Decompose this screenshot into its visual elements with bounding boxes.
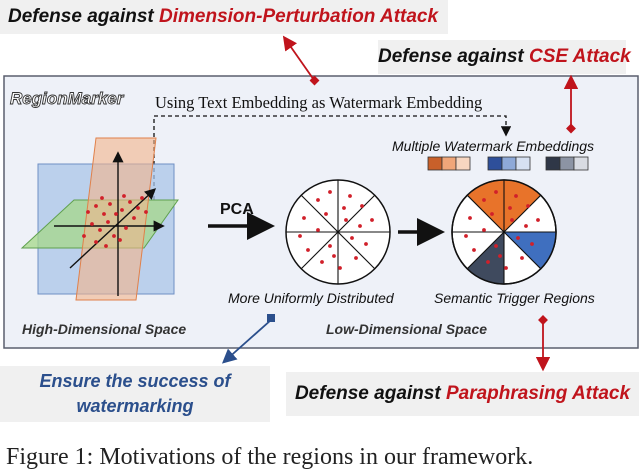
embedding-swatches <box>427 156 589 171</box>
uniform-circle <box>285 179 391 285</box>
brand-title: RegionMarker <box>10 89 125 108</box>
double-headed-arrow-icon <box>221 314 275 364</box>
defense-paraphrasing-label: Defense against Paraphrasing Attack <box>286 372 639 416</box>
trigger-circle <box>451 179 557 285</box>
ensure-line-2: watermarking <box>76 396 194 416</box>
ensure-success-label: Ensure the success of watermarking <box>0 366 270 422</box>
pca-label: PCA <box>220 201 254 218</box>
label-prefix: Defense against <box>378 46 529 67</box>
double-headed-arrow-icon <box>563 74 579 134</box>
double-headed-arrow-icon <box>535 315 551 372</box>
ensure-line-1: Ensure the success of <box>39 371 231 391</box>
trigger-points <box>464 190 540 270</box>
diagram-canvas: RegionMarker Using Text Embedding as Wat… <box>3 35 639 372</box>
uniform-points <box>298 190 374 270</box>
figure-caption: Figure 1: Motivations of the regions in … <box>6 444 534 470</box>
low-dim-label: Low-Dimensional Space <box>326 321 487 337</box>
defense-cse-label: Defense against CSE Attack <box>378 40 631 74</box>
high-dim-label: High-Dimensional Space <box>22 321 186 337</box>
label-prefix: Defense against <box>8 6 159 27</box>
label-highlight: Paraphrasing Attack <box>445 383 631 404</box>
defense-dimension-label: Defense against Dimension-Perturbation A… <box>0 0 448 34</box>
trigger-label: Semantic Trigger Regions <box>434 290 595 306</box>
high-dim-points <box>82 194 148 248</box>
multiple-embeddings-label: Multiple Watermark Embeddings <box>392 138 594 154</box>
high-dim-planes <box>20 137 179 301</box>
label-prefix: Defense against <box>294 383 446 404</box>
label-highlight: CSE Attack <box>529 46 631 67</box>
uniform-label: More Uniformly Distributed <box>228 290 395 306</box>
text-embedding-note: Using Text Embedding as Watermark Embedd… <box>155 93 482 112</box>
label-highlight: Dimension-Perturbation Attack <box>159 6 439 27</box>
